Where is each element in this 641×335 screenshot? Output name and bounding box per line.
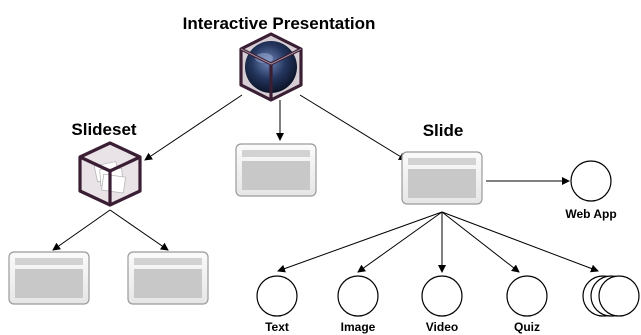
arrow-slide-to-image: [357, 211, 443, 273]
arrow-slide-to-text: [277, 211, 443, 273]
video-node: [421, 275, 463, 317]
arrow-slide-to-more: [441, 211, 599, 273]
quiz-label: Quiz: [514, 320, 540, 334]
image-label: Image: [341, 320, 376, 334]
slide-label: Slide: [423, 121, 464, 140]
text-node: [256, 275, 298, 317]
video-label: Video: [426, 320, 458, 334]
quiz-node: [506, 275, 548, 317]
image-node: [337, 275, 379, 317]
connector-arrows: [52, 94, 599, 273]
web-app-node: [570, 160, 612, 202]
slideset-slide-right: [127, 251, 209, 305]
arrow-slideset-to-left-slide: [52, 209, 111, 251]
cube-slides-icon: [78, 141, 142, 207]
arrow-presentation-to-slideset: [144, 94, 243, 161]
slide-thumbnail-icon: [401, 151, 483, 205]
slideset-label: Slideset: [71, 120, 137, 139]
cube-sphere-icon: [239, 32, 303, 102]
web-app-label: Web App: [565, 207, 616, 221]
arrow-slide-to-quiz: [441, 211, 520, 273]
slideset-slide-left: [8, 251, 90, 305]
text-label: Text: [265, 320, 289, 334]
arrow-slideset-to-right-slide: [109, 209, 169, 251]
slide-thumbnail-middle: [235, 143, 317, 197]
stacked-circles-icon: [582, 275, 640, 317]
arrow-presentation-to-slide: [299, 94, 407, 161]
presentation-label: Interactive Presentation: [183, 14, 376, 33]
